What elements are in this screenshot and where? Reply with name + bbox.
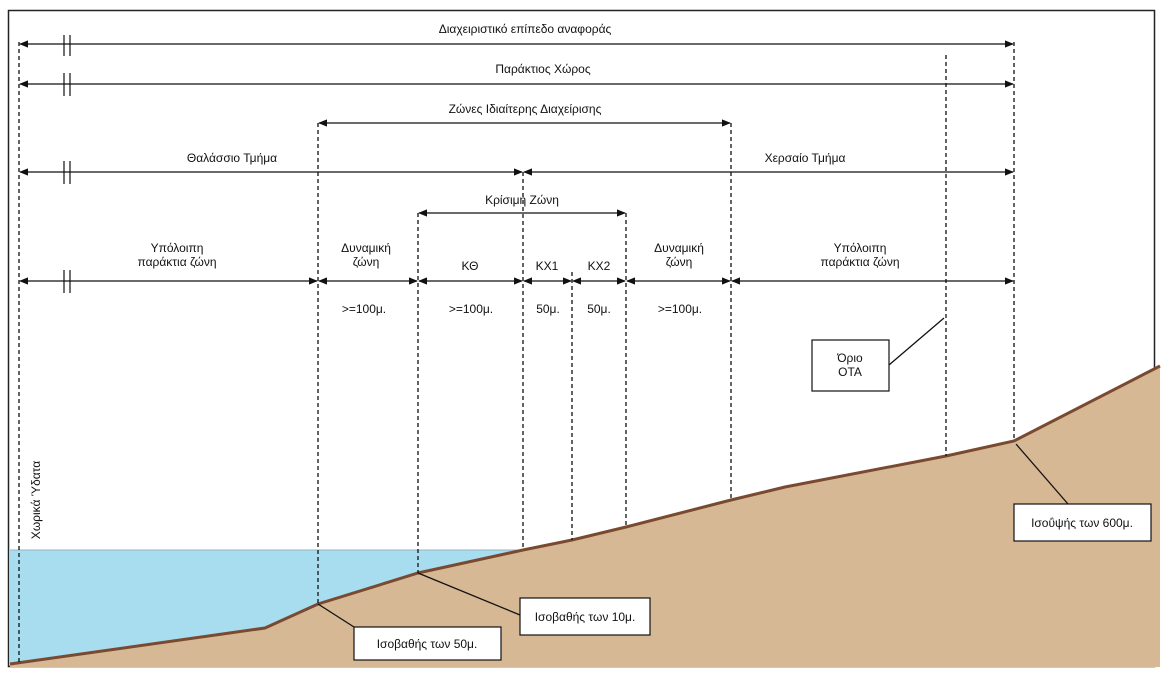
width-kx2: 50μ. <box>587 302 611 316</box>
box-isobath-50 <box>353 626 502 661</box>
leader-contour-600 <box>1015 443 1069 505</box>
label-contour-600: Ισοΰψής των 600μ. <box>1031 516 1133 530</box>
box-ota-boundary <box>811 339 890 392</box>
width-dynamic-right: >=100μ. <box>658 302 702 316</box>
box-isobath-10 <box>519 597 651 636</box>
label-special-zones: Ζώνες Ιδιαίτερης Διαχείρισης <box>449 102 602 116</box>
label-management-level: Διαχειριστικό επίπεδο αναφοράς <box>439 22 612 36</box>
break-marks <box>63 35 71 293</box>
width-kx1: 50μ. <box>536 302 560 316</box>
label-critical-zone: Κρίσιμη Ζώνη <box>485 193 559 207</box>
leader-isobath-50 <box>317 603 355 628</box>
width-dynamic-left: >=100μ. <box>342 302 386 316</box>
sea-water <box>10 550 523 664</box>
box-contour-600 <box>1013 503 1152 542</box>
land-terrain <box>10 366 1160 667</box>
ground-profile-line <box>9 364 1161 666</box>
label-kx2: ΚΧ2 <box>588 259 611 273</box>
leader-ota <box>888 317 945 366</box>
width-k-theta: >=100μ. <box>449 302 493 316</box>
label-kx1: ΚΧ1 <box>536 259 559 273</box>
leader-isobath-10 <box>417 572 521 616</box>
label-coastal-space: Παράκτιος Χώρος <box>495 62 590 76</box>
label-land-part: Χερσαίο Τμήμα <box>765 151 846 165</box>
zone-boundaries <box>18 42 1015 665</box>
label-marine-part: Θαλάσσιο Τμήμα <box>187 151 277 165</box>
span-arrows <box>19 40 1014 285</box>
label-isobath-10: Ισοβαθής των 10μ. <box>535 610 636 624</box>
label-territorial-waters: Χωρικά Ύδατα <box>29 461 43 539</box>
label-k-theta: ΚΘ <box>462 259 479 273</box>
label-isobath-50: Ισοβαθής των 50μ. <box>377 637 478 651</box>
